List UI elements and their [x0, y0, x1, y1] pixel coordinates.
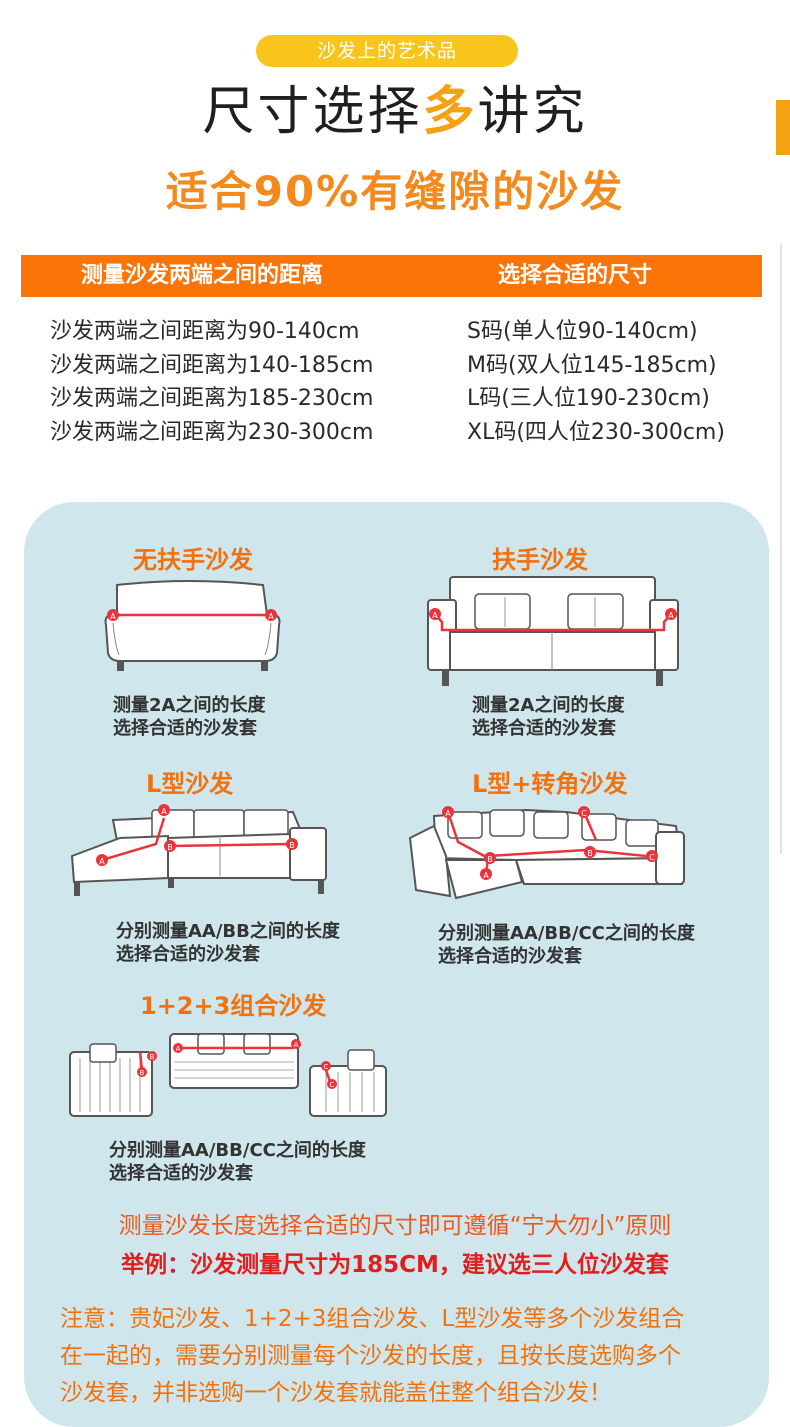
table-row-size: XL码(四人位230-300cm): [467, 420, 725, 445]
marker-a-label: A: [99, 857, 105, 866]
armrest-sofa-caption-2: 选择合适的沙发套: [472, 718, 616, 739]
table-row-size: S码(单人位90-140cm): [467, 319, 698, 344]
marker-a-label: A: [161, 807, 167, 816]
table-row-measure: 沙发两端之间距离为140-185cm: [50, 353, 374, 378]
marker-a: [96, 854, 108, 866]
marker-c: [578, 806, 590, 818]
marker-a-label: A: [176, 1045, 181, 1053]
column-header-size: 选择合适的尺寸: [498, 263, 653, 288]
sizing-example: 举例：沙发测量尺寸为185CM，建议选三人位沙发套: [121, 1252, 669, 1278]
armless-sofa-title: 无扶手沙发: [133, 546, 253, 574]
headline-part-1: 尺寸选择: [202, 82, 423, 142]
combo-sofa-caption-2: 选择合适的沙发套: [109, 1163, 253, 1184]
marker-b-label: B: [289, 841, 295, 850]
armless-sofa-caption-2: 选择合适的沙发套: [113, 718, 257, 739]
marker-a: [665, 608, 677, 620]
headline-part-2: 讲究: [477, 82, 588, 142]
marker-b-label: B: [487, 855, 493, 864]
table-row-measure: 沙发两端之间距离为185-230cm: [50, 386, 374, 411]
marker-a: [429, 608, 441, 620]
marker-b-label: B: [140, 1069, 145, 1077]
page-subheadline: 适合90%有缝隙的沙发: [165, 167, 625, 216]
marker-c-label: C: [649, 853, 655, 862]
column-header-measure: 测量沙发两端之间的距离: [81, 263, 324, 288]
marker-a: [107, 609, 119, 621]
marker-c-label: C: [330, 1081, 335, 1089]
armless-sofa-illustration: A A: [104, 580, 281, 671]
marker-a-label: A: [445, 809, 451, 818]
edge-accent: [776, 100, 790, 155]
table-row-measure: 沙发两端之间距离为90-140cm: [50, 319, 360, 344]
note-line-2: 在一起的，需要分别测量每个沙发的长度，且按长度选购多个: [60, 1343, 681, 1369]
l-shape-sofa-caption-1: 分别测量AA/BB之间的长度: [116, 921, 340, 942]
note-line-3: 沙发套，并非选购一个沙发套就能盖住整个组合沙发！: [60, 1380, 612, 1406]
marker-a: [291, 1039, 301, 1049]
marker-a: [265, 609, 277, 621]
marker-c: [646, 850, 658, 862]
sizing-rule: 测量沙发长度选择合适的尺寸即可遵循“宁大勿小”原则: [118, 1213, 672, 1239]
marker-a-label: A: [483, 871, 489, 880]
marker-b: [137, 1067, 147, 1077]
marker-a: [173, 1043, 183, 1053]
size-table-header: 测量沙发两端之间的距离 选择合适的尺寸: [21, 255, 762, 297]
table-row-size: L码(三人位190-230cm): [467, 386, 710, 411]
marker-b: [484, 852, 496, 864]
armrest-sofa-illustration: A A: [427, 576, 679, 686]
combo-sofa-caption-1: 分别测量AA/BB/CC之间的长度: [109, 1140, 366, 1161]
l-corner-sofa-illustration: A A B B C C: [408, 806, 685, 900]
marker-c-label: C: [581, 809, 587, 818]
marker-b-label: B: [587, 849, 593, 858]
combo-sofa-title: 1+2+3组合沙发: [140, 992, 327, 1020]
marker-c: [321, 1061, 331, 1071]
l-shape-sofa-caption-2: 选择合适的沙发套: [116, 944, 260, 965]
l-shape-sofa-title: L型沙发: [146, 770, 234, 798]
marker-a-label: A: [668, 611, 674, 620]
marker-a: [442, 806, 454, 818]
l-shape-sofa-illustration: A A B B: [70, 804, 327, 896]
table-row-size: M码(双人位145-185cm): [467, 353, 717, 378]
marker-a-label: A: [294, 1041, 299, 1049]
marker-a-label: A: [432, 611, 438, 620]
armrest-sofa-caption-1: 测量2A之间的长度: [472, 695, 625, 716]
marker-b: [286, 838, 298, 850]
armless-sofa-caption-1: 测量2A之间的长度: [113, 695, 266, 716]
marker-a-label: A: [110, 612, 116, 621]
marker-a: [158, 804, 170, 816]
marker-b: [147, 1051, 157, 1061]
marker-a-label: A: [268, 612, 274, 621]
marker-b-label: B: [167, 843, 173, 852]
l-corner-sofa-caption-2: 选择合适的沙发套: [438, 946, 582, 967]
l-corner-sofa-title: L型+转角沙发: [472, 770, 628, 798]
headline-highlight: 多: [422, 82, 478, 142]
marker-c-label: C: [324, 1063, 329, 1071]
edge-divider: [780, 244, 782, 854]
marker-c: [327, 1079, 337, 1089]
page-headline: 尺寸选择多讲究: [0, 76, 790, 148]
marker-b-label: B: [150, 1053, 155, 1061]
marker-a: [480, 868, 492, 880]
note-line-1: 注意：贵妃沙发、1+2+3组合沙发、L型沙发等多个沙发组合: [60, 1306, 685, 1332]
marker-b: [164, 840, 176, 852]
table-row-measure: 沙发两端之间距离为230-300cm: [50, 420, 374, 445]
slogan-pill: 沙发上的艺术品: [256, 35, 518, 67]
marker-b: [584, 846, 596, 858]
armrest-sofa-title: 扶手沙发: [492, 546, 588, 574]
combo-sofa-illustration: B B A A C C: [69, 1033, 387, 1117]
l-corner-sofa-caption-1: 分别测量AA/BB/CC之间的长度: [438, 923, 695, 944]
